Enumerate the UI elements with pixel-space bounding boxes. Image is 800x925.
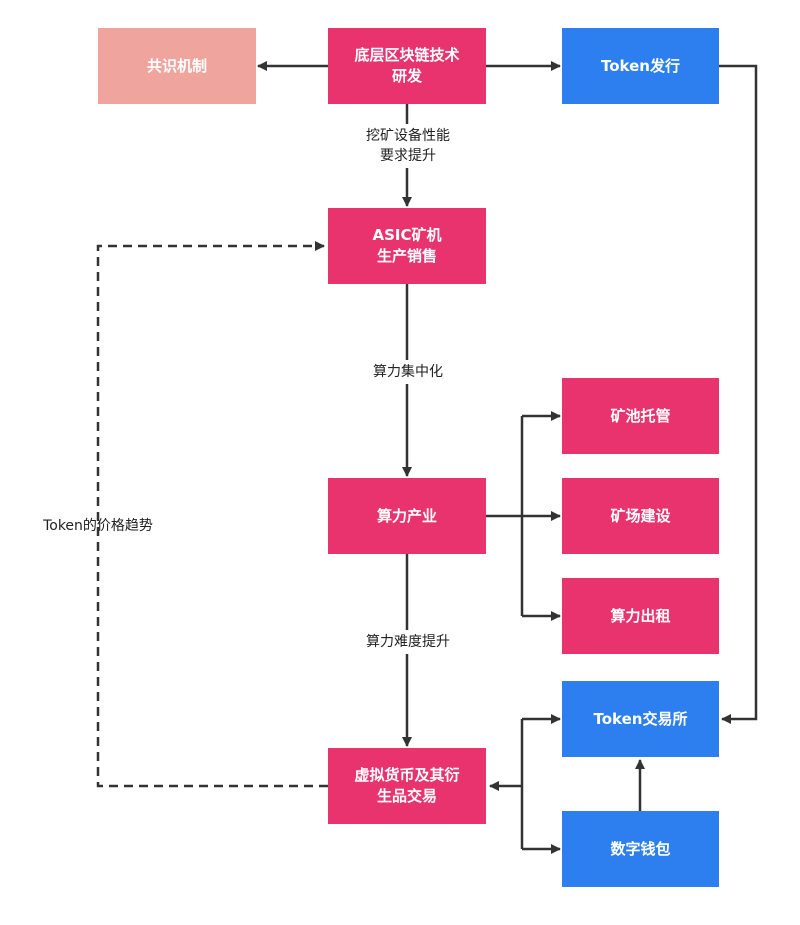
edge-price-feedback-dashed (96, 241, 328, 788)
node-token-exchange: Token交易所 (562, 681, 719, 757)
node-hashpower-industry: 算力产业 (328, 478, 486, 554)
node-asic: ASIC矿机 生产销售 (328, 208, 486, 284)
node-consensus: 共识机制 (98, 28, 256, 104)
node-hash-rental: 算力出租 (562, 578, 719, 654)
node-token-issue: Token发行 (562, 28, 719, 104)
label-difficulty: 算力难度提升 (350, 630, 466, 654)
node-farm-build: 矿场建设 (562, 478, 719, 554)
node-crypto-trading: 虚拟货币及其衍 生品交易 (328, 748, 486, 824)
label-token-price: Token的价格趋势 (43, 518, 153, 534)
node-pool-hosting: 矿池托管 (562, 378, 719, 454)
label-mining-performance: 挖矿设备性能 要求提升 (354, 124, 462, 168)
edge-token-issue-to-exchange (719, 64, 758, 724)
node-wallet: 数字钱包 (562, 811, 719, 887)
label-centralization: 算力集中化 (358, 360, 458, 384)
node-blockchain-rd: 底层区块链技术 研发 (328, 28, 486, 104)
